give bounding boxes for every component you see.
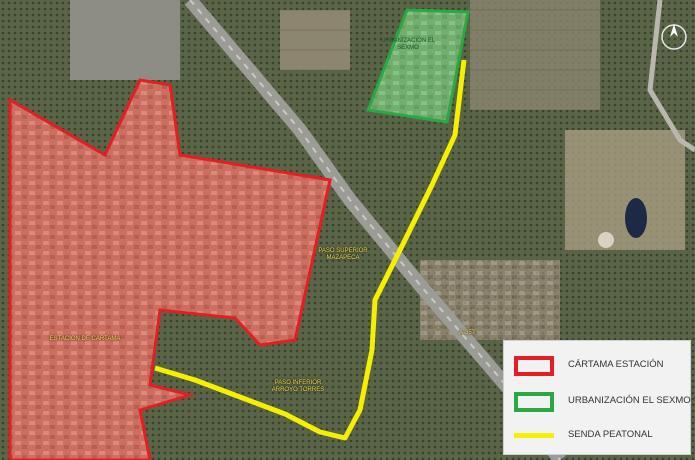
yellow-line-icon [514,433,554,438]
red-outline-icon [514,356,554,376]
field-parcel [470,0,600,110]
label-estacion: ESTACION DE CARTAMA [49,336,121,342]
scattered-houses [420,260,560,340]
north-arrow-icon [661,24,687,50]
label-paso-inferior: PASO INFERIOR ARROYO TORRES [271,380,325,393]
field-parcel [565,130,685,250]
road [647,0,695,153]
field-parcel [280,10,350,70]
legend-label: URBANIZACIÓN EL SEXMO [568,395,691,406]
green-outline-icon [514,392,554,412]
legend-item-senda: SENDA PEATONAL [504,419,690,449]
map-legend: CÁRTAMA ESTACIÓN URBANIZACIÓN EL SEXMO S… [503,340,691,455]
label-sexmo: URBANIZACIÓN EL SEXMO [380,38,436,51]
legend-item-cartama: CÁRTAMA ESTACIÓN [504,349,690,379]
sexmo-outline[interactable] [365,8,470,124]
legend-label: CÁRTAMA ESTACIÓN [568,359,664,370]
reservoir [625,198,647,238]
cartama-estacion-outline[interactable] [8,78,332,460]
label-autovia: A-357 [458,330,475,336]
legend-label: SENDA PEATONAL [568,429,653,440]
label-paso-superior: PASO SUPERIOR MAZAPECA [318,248,368,261]
cartama-estacion-zone [10,80,330,460]
roundabout [598,232,614,248]
legend-item-sexmo: URBANIZACIÓN EL SEXMO [504,385,691,415]
industrial-area [70,0,180,80]
senda-peatonal-path[interactable] [154,59,467,441]
